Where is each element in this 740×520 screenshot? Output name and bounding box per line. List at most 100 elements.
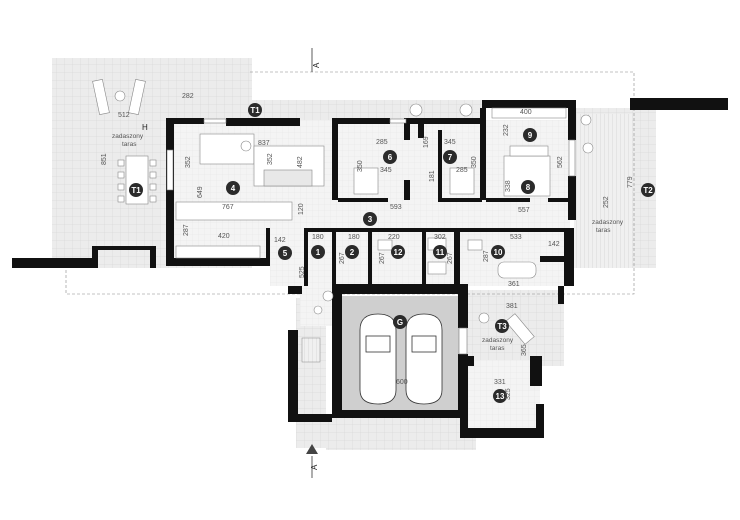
- room-badge-label: 11: [436, 248, 445, 257]
- room-badge-r10: 10: [491, 245, 505, 259]
- room-badge-label: 1: [316, 248, 321, 257]
- room-badge-t3: T3: [495, 319, 509, 333]
- t3-label-line1: zadaszony: [482, 337, 514, 344]
- room-badge-label: 8: [526, 183, 531, 192]
- dimension-label: 482: [297, 156, 304, 168]
- dimension-label: 381: [506, 303, 518, 310]
- dimension-label: 267: [339, 252, 346, 264]
- dimension-label: 350: [357, 160, 364, 172]
- room-badge-label: 2: [350, 248, 355, 257]
- room-badge-label: 13: [496, 392, 505, 401]
- dimension-label: 331: [494, 379, 506, 386]
- kitchen-furniture: [175, 133, 325, 259]
- dimension-label: 181: [429, 170, 436, 182]
- dimension-label: 267: [447, 252, 454, 264]
- dimension-label: 338: [505, 180, 512, 192]
- t3-label-line2: taras: [490, 345, 505, 352]
- room-badge-r5: 5: [278, 246, 292, 260]
- room-badge-t1a: T1: [248, 103, 262, 117]
- room-badge-label: 10: [494, 248, 503, 257]
- room-badge-r12: 12: [391, 245, 405, 259]
- walls: [12, 98, 728, 438]
- dimension-label: 252: [603, 196, 610, 208]
- room-badge-r1: 1: [311, 245, 325, 259]
- beds: [353, 107, 567, 197]
- dimension-label: 285: [376, 139, 388, 146]
- room-badge-label: 4: [231, 184, 236, 193]
- dimension-label: 557: [518, 207, 530, 214]
- plants: [313, 103, 594, 315]
- dimension-label: 512: [118, 112, 130, 119]
- t2-label-line1: zadaszony: [592, 219, 624, 226]
- dimension-label: 361: [508, 281, 520, 288]
- dimension-label: 365: [521, 344, 528, 356]
- dimension-label: 169: [423, 136, 430, 148]
- room-badge-r8: 8: [521, 180, 535, 194]
- dimension-label: 142: [548, 241, 560, 248]
- dimension-label: 593: [390, 204, 402, 211]
- room-badge-label: 7: [448, 153, 453, 162]
- dimension-label: 600: [396, 379, 408, 386]
- bathroom-fixtures: [377, 237, 537, 279]
- dimension-label: 282: [182, 93, 194, 100]
- marker-h: H: [142, 123, 148, 132]
- section-mark-bottom: A: [306, 444, 319, 478]
- room-badge-label: T1: [250, 106, 260, 115]
- garage-cars: [359, 313, 443, 405]
- dimension-label: 525: [299, 266, 306, 278]
- room-badge-t2: T2: [641, 183, 655, 197]
- windows: [166, 118, 576, 355]
- t2-label-line2: taras: [596, 227, 611, 234]
- room-badge-r13: 13: [493, 389, 507, 403]
- t1-label-line2: taras: [122, 141, 137, 148]
- room-badge-r4: 4: [226, 181, 240, 195]
- dimension-label: 267: [379, 252, 386, 264]
- room-badge-label: T2: [643, 186, 653, 195]
- dimension-label: 400: [520, 109, 532, 116]
- dimension-label: 562: [557, 156, 564, 168]
- terrace-t3-furniture: [478, 312, 535, 345]
- entry-steps: [301, 337, 321, 363]
- t1-label-line1: zadaszony: [112, 133, 144, 140]
- dimension-label: 851: [101, 153, 108, 165]
- roof-outline: [65, 71, 635, 295]
- section-mark-bottom-label: A: [310, 464, 319, 470]
- room-badge-label: 3: [368, 215, 373, 224]
- room-badge-label: 9: [528, 131, 533, 140]
- section-mark-top: A: [311, 48, 321, 72]
- dimension-label: 285: [456, 167, 468, 174]
- terrace-t2-area: [574, 108, 656, 268]
- room-badge-label: G: [397, 318, 403, 327]
- dimension-label: 345: [380, 167, 392, 174]
- dimension-label: 325: [505, 388, 512, 400]
- dimension-label: 352: [185, 156, 192, 168]
- dimension-label: 779: [627, 176, 634, 188]
- section-mark-top-label: A: [312, 62, 321, 68]
- dimension-label: 220: [388, 234, 400, 241]
- dimension-label: 180: [348, 234, 360, 241]
- room-badge-r3: 3: [363, 212, 377, 226]
- dimension-label: 420: [218, 233, 230, 240]
- room-badge-label: 12: [394, 248, 403, 257]
- dimension-label: 180: [312, 234, 324, 241]
- dimension-label: 302: [434, 234, 446, 241]
- room-badge-r9: 9: [523, 128, 537, 142]
- dimension-label: 649: [197, 186, 204, 198]
- dimension-label: 287: [483, 250, 490, 262]
- room-badge-label: 6: [388, 153, 393, 162]
- room-badge-r7: 7: [443, 150, 457, 164]
- room-badge-r6: 6: [383, 150, 397, 164]
- room-badge-garage: G: [393, 315, 407, 329]
- room-badge-r11: 11: [433, 245, 447, 259]
- dimension-label: 837: [258, 140, 270, 147]
- dimension-label: 350: [471, 156, 478, 168]
- room-badge-t1b: T1: [129, 183, 143, 197]
- room-badge-label: T1: [131, 186, 141, 195]
- dimension-label: 352: [267, 153, 274, 165]
- dimension-label: 232: [503, 124, 510, 136]
- dimension-label: 767: [222, 204, 234, 211]
- dimension-label: 533: [510, 234, 522, 241]
- dimension-label: 345: [444, 139, 456, 146]
- dimension-label: 120: [298, 203, 305, 215]
- room-badge-label: 5: [283, 249, 288, 258]
